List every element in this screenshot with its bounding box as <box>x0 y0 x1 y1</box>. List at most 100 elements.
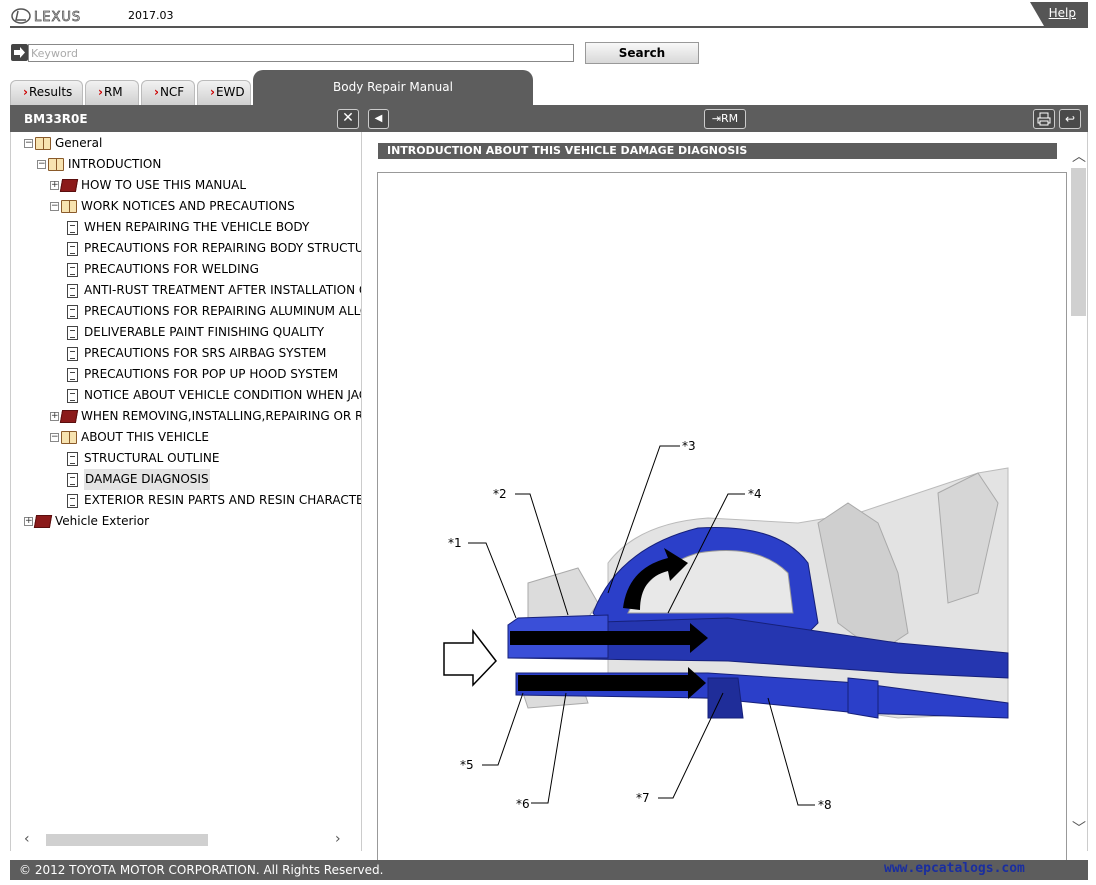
document-icon <box>67 262 78 277</box>
callout-2: *2 <box>493 487 507 501</box>
tree-item-label: WHEN REPAIRING THE VEHICLE BODY <box>84 220 310 234</box>
scroll-down-icon[interactable]: ﹀ <box>1072 821 1086 837</box>
expand-icon[interactable]: + <box>50 411 59 421</box>
damage-diagnosis-illustration: *1 *2 *3 *4 *5 *6 *7 *8 <box>443 439 1009 812</box>
tab-ncf[interactable]: ›NCF <box>141 80 195 105</box>
tree-item[interactable]: + HOW TO USE THIS MANUAL <box>50 175 246 196</box>
collapse-panel-button[interactable]: ◀ <box>368 109 389 129</box>
collapse-icon[interactable]: − <box>24 138 33 148</box>
tree-item[interactable]: − INTRODUCTION <box>37 154 161 175</box>
close-icon: ✕ <box>342 110 354 126</box>
footer-bar <box>10 860 1088 880</box>
return-arrow-icon: ↩ <box>1064 112 1076 126</box>
scroll-up-icon[interactable]: ︿ <box>1072 149 1086 165</box>
tree-item[interactable]: STRUCTURAL OUTLINE <box>64 448 219 469</box>
tree-item[interactable]: + Vehicle Exterior <box>24 511 149 532</box>
tab-label: Results <box>28 85 73 99</box>
tree-item[interactable]: WHEN REPAIRING THE VEHICLE BODY <box>64 217 309 238</box>
closed-book-icon <box>33 515 53 528</box>
tree-item[interactable]: EXTERIOR RESIN PARTS AND RESIN CHARACTER… <box>64 490 362 511</box>
close-panel-button[interactable]: ✕ <box>337 109 359 129</box>
help-link[interactable]: Help <box>1030 2 1088 26</box>
document-title: INTRODUCTION ABOUT THIS VEHICLE DAMAGE D… <box>378 143 1057 159</box>
vertical-scroll-thumb[interactable] <box>1071 168 1086 316</box>
document-icon <box>67 304 78 319</box>
tree-item[interactable]: PRECAUTIONS FOR REPAIRING ALUMINUM ALLOY <box>64 301 362 322</box>
brand-wordmark: LEXUS <box>34 10 81 25</box>
tree-item[interactable]: DAMAGE DIAGNOSIS <box>64 469 210 490</box>
document-frame: *1 *2 *3 *4 *5 *6 *7 *8 <box>377 172 1067 862</box>
tree-item[interactable]: −General <box>24 133 102 154</box>
tree-item-label: NOTICE ABOUT VEHICLE CONDITION WHEN JACK… <box>84 388 362 402</box>
tree-item-label: PRECAUTIONS FOR SRS AIRBAG SYSTEM <box>84 346 327 360</box>
collapse-icon[interactable]: − <box>37 159 46 169</box>
left-panel-title: BM33R0E <box>24 112 88 126</box>
collapse-icon[interactable]: − <box>50 201 59 211</box>
collapse-icon[interactable]: − <box>50 432 59 442</box>
return-button[interactable]: ↩ <box>1059 109 1081 129</box>
callout-4: *4 <box>748 487 762 501</box>
chevron-right-icon: › <box>23 85 28 99</box>
chevron-right-icon: › <box>98 85 103 99</box>
copyright-text: © 2012 TOYOTA MOTOR CORPORATION. All Rig… <box>19 863 384 877</box>
open-book-icon <box>48 158 64 171</box>
tree-item[interactable]: PRECAUTIONS FOR SRS AIRBAG SYSTEM <box>64 343 326 364</box>
document-icon <box>67 346 78 361</box>
document-icon <box>67 283 78 298</box>
expand-icon[interactable]: + <box>24 516 33 526</box>
tree-item[interactable]: − WORK NOTICES AND PRECAUTIONS <box>50 196 295 217</box>
tree-item[interactable]: DELIVERABLE PAINT FINISHING QUALITY <box>64 322 324 343</box>
toc-tree-panel: −General−INTRODUCTION+HOW TO USE THIS MA… <box>10 132 362 851</box>
tree-item-label: ANTI-RUST TREATMENT AFTER INSTALLATION O… <box>84 283 362 297</box>
tree-item-label: DAMAGE DIAGNOSIS <box>84 469 210 490</box>
tab-rm[interactable]: ›RM <box>85 80 139 105</box>
tree-item[interactable]: −ABOUT THIS VEHICLE <box>50 427 209 448</box>
document-icon <box>67 241 78 256</box>
version-label: 2017.03 <box>128 9 174 22</box>
tab-label: NCF <box>159 85 185 99</box>
goto-rm-button[interactable]: ⇥RM <box>704 109 746 129</box>
document-icon <box>67 388 78 403</box>
document-icon <box>67 472 78 487</box>
tree-item-label: Vehicle Exterior <box>55 514 150 528</box>
search-button[interactable]: Search <box>585 42 699 64</box>
tree-item[interactable]: +WHEN REMOVING,INSTALLING,REPAIRING OR R… <box>50 406 361 427</box>
tree-item-label: WORK NOTICES AND PRECAUTIONS <box>81 199 295 213</box>
open-book-icon <box>35 137 51 150</box>
closed-book-icon <box>59 410 79 423</box>
tree-item[interactable]: PRECAUTIONS FOR POP UP HOOD SYSTEM <box>64 364 338 385</box>
chevron-right-icon: › <box>154 85 159 99</box>
tree-item[interactable]: NOTICE ABOUT VEHICLE CONDITION WHEN JACK… <box>64 385 362 406</box>
tree-item-label: STRUCTURAL OUTLINE <box>84 451 220 465</box>
tab-label: RM <box>103 85 123 99</box>
tree-item[interactable]: PRECAUTIONS FOR REPAIRING BODY STRUCTURE <box>64 238 361 259</box>
tab-label: EWD <box>215 85 245 99</box>
scroll-left-icon[interactable]: ‹ <box>24 831 30 847</box>
keyword-input[interactable] <box>28 44 574 62</box>
tree-item-label: INTRODUCTION <box>68 157 162 171</box>
document-icon <box>67 493 78 508</box>
callout-8: *8 <box>818 798 832 812</box>
print-button[interactable] <box>1033 109 1055 129</box>
tree-item-label: PRECAUTIONS FOR REPAIRING ALUMINUM ALLOY <box>84 304 362 318</box>
printer-icon <box>1037 112 1051 126</box>
callout-6: *6 <box>516 797 530 811</box>
callout-1: *1 <box>448 536 462 550</box>
arrow-right-icon: ⇥ <box>711 112 722 125</box>
horizontal-scroll-thumb[interactable] <box>46 834 208 846</box>
tree-item[interactable]: PRECAUTIONS FOR WELDING <box>64 259 259 280</box>
expand-icon[interactable]: + <box>50 180 59 190</box>
tab-results[interactable]: ›Results <box>10 80 83 105</box>
tree-item-label: EXTERIOR RESIN PARTS AND RESIN CHARACTER… <box>84 493 362 507</box>
tab-ewd[interactable]: ›EWD <box>197 80 251 105</box>
tree-item[interactable]: ANTI-RUST TREATMENT AFTER INSTALLATION O… <box>64 280 362 301</box>
tab-body-repair-manual[interactable]: Body Repair Manual <box>253 70 533 105</box>
open-book-icon <box>61 431 77 444</box>
header-divider <box>10 26 1088 28</box>
lexus-logo: LEXUS <box>10 6 100 26</box>
document-panel <box>362 132 1088 851</box>
document-icon <box>67 367 78 382</box>
tree-item-label: PRECAUTIONS FOR POP UP HOOD SYSTEM <box>84 367 339 381</box>
tree-item-label: HOW TO USE THIS MANUAL <box>81 178 247 192</box>
scroll-right-icon[interactable]: › <box>335 831 341 847</box>
